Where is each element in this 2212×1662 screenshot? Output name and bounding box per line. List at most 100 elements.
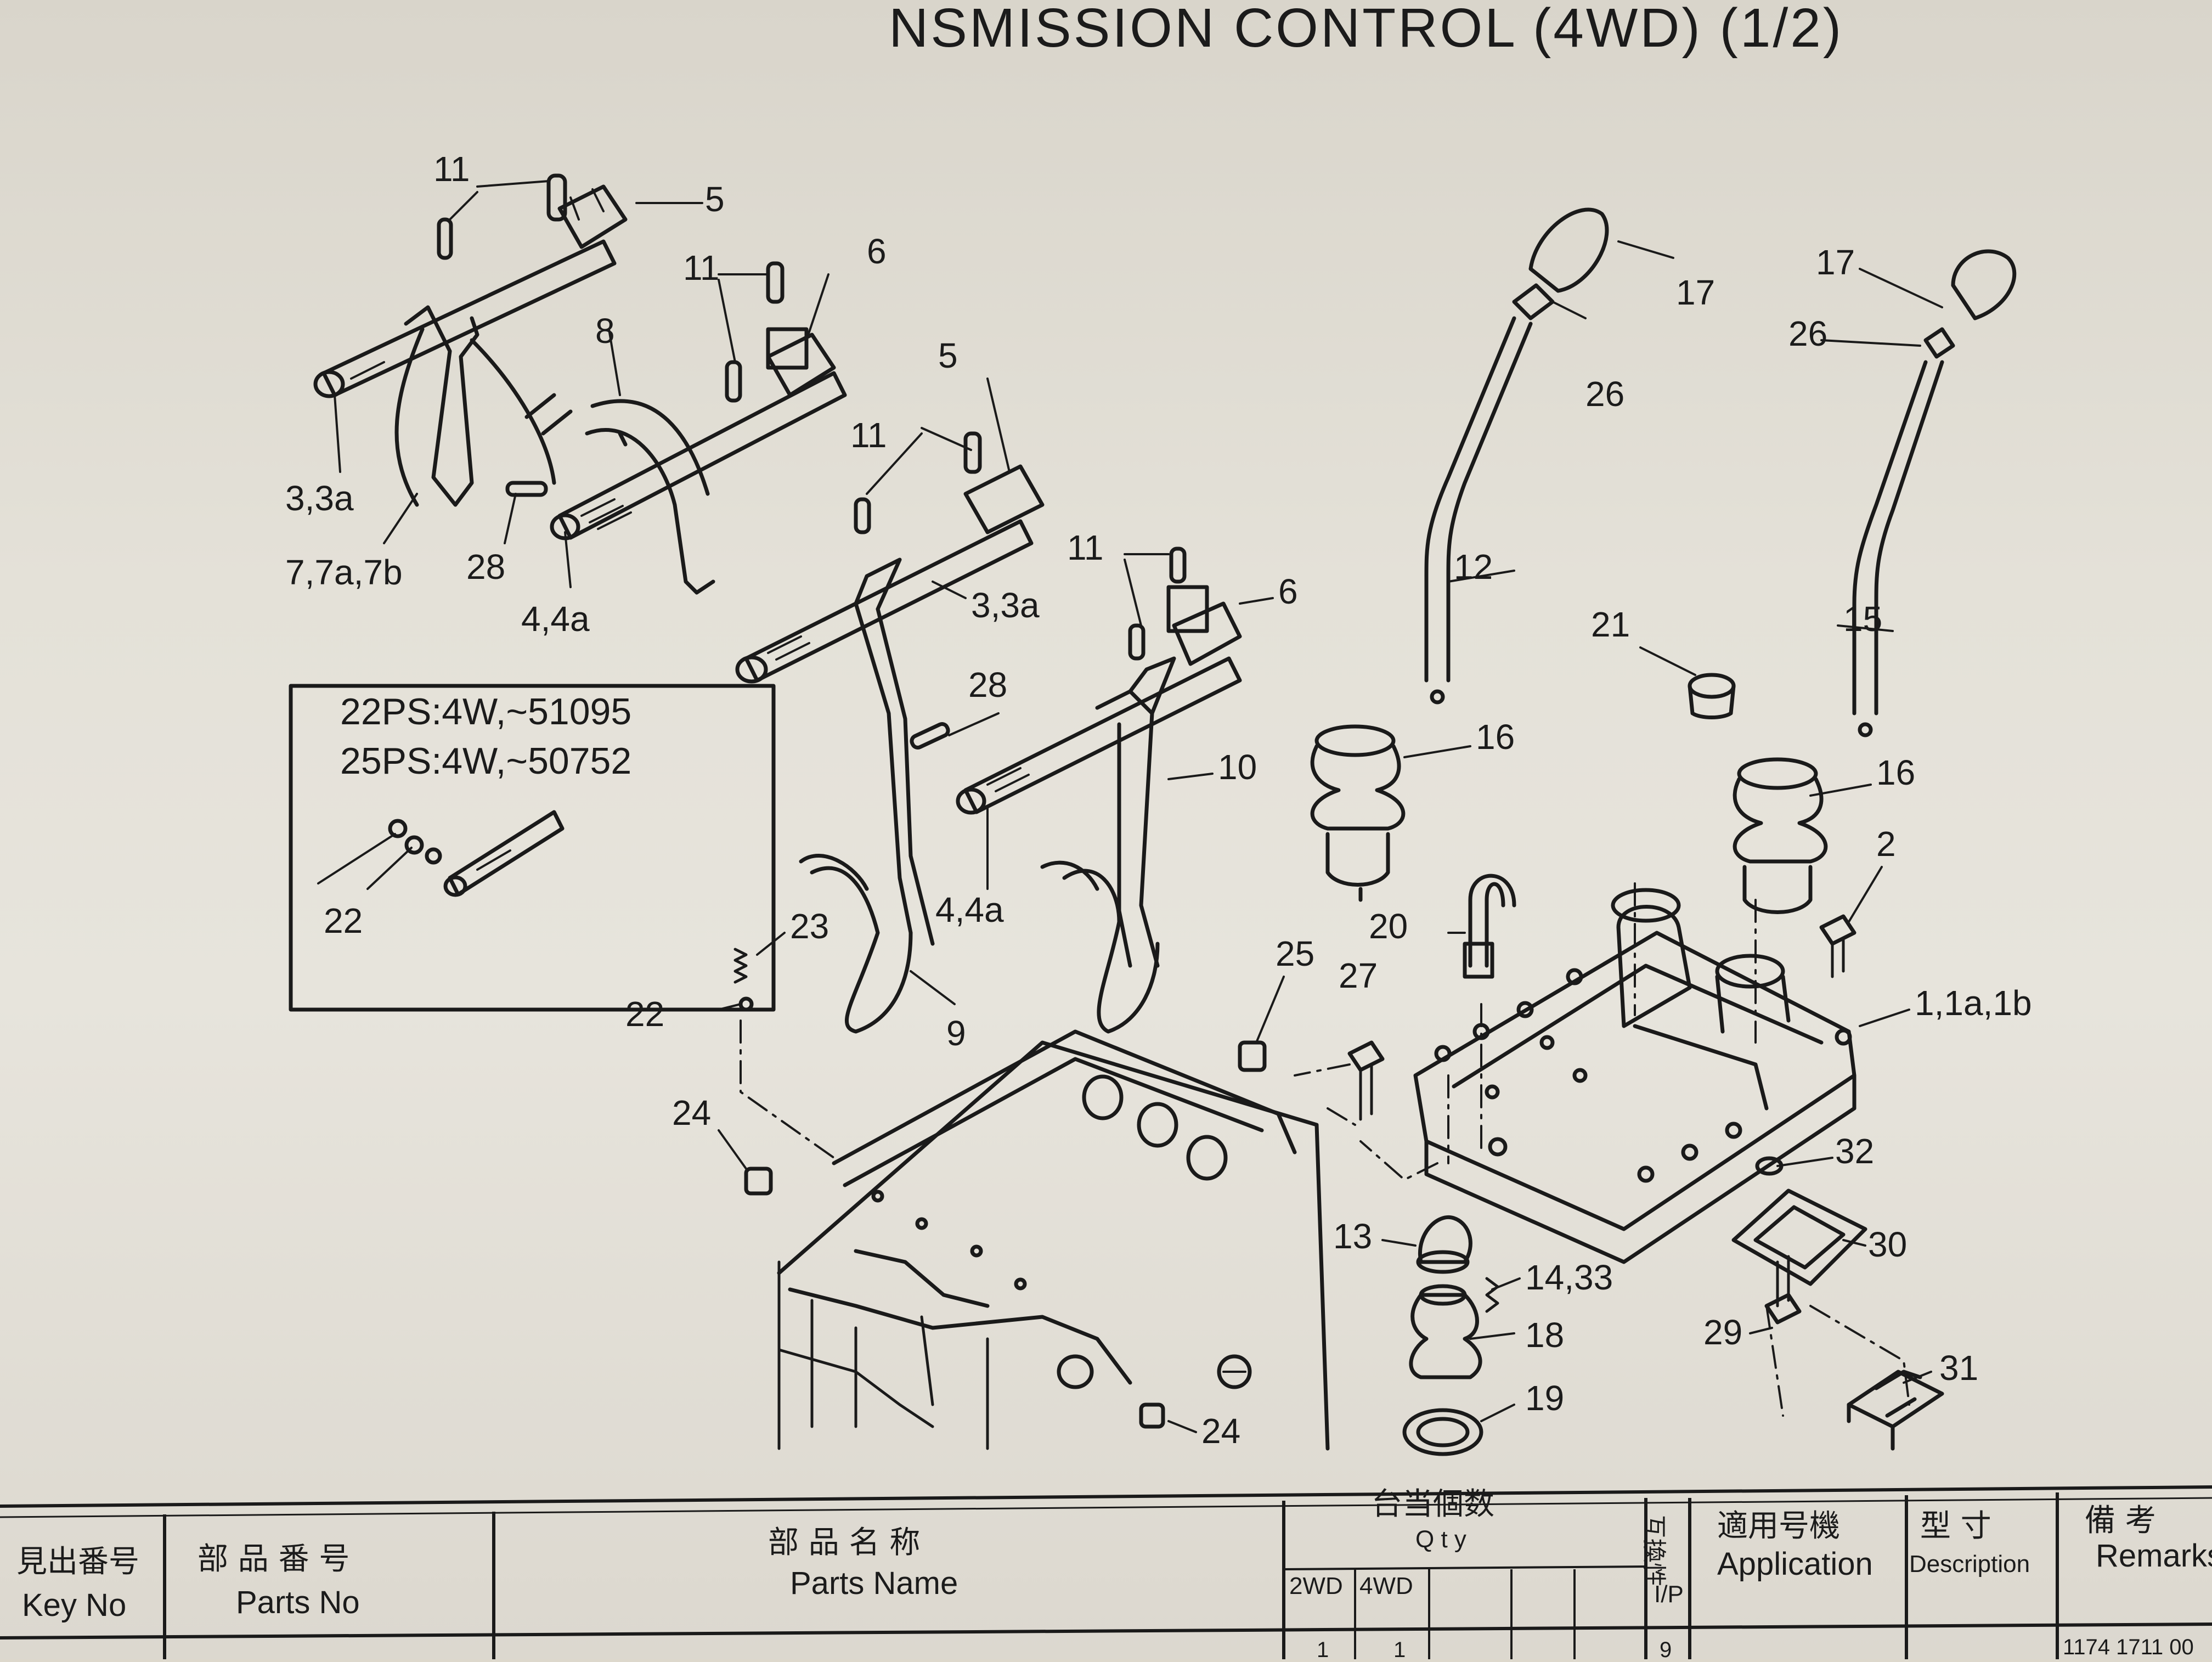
callout-30: 30 bbox=[1868, 1225, 1907, 1264]
callout-16a: 16 bbox=[1476, 717, 1515, 757]
row1-interchange: 9 bbox=[1660, 1638, 1672, 1659]
callout-21: 21 bbox=[1591, 605, 1630, 644]
bolt-27 bbox=[1347, 1040, 1385, 1121]
header-description-en: Description bbox=[1909, 1551, 2030, 1578]
inset-rod-drawing bbox=[388, 810, 565, 897]
boot-18 bbox=[1409, 1284, 1482, 1379]
boot-16-right bbox=[1733, 757, 1828, 914]
knob-13 bbox=[1416, 1215, 1472, 1274]
header-qty-2wd: 2WD bbox=[1289, 1573, 1343, 1599]
callout-26b: 26 bbox=[1788, 314, 1827, 353]
clip-31 bbox=[1847, 1370, 1944, 1451]
detent-spring-ball bbox=[733, 948, 754, 1012]
shift-rod-assembly-upper-left bbox=[313, 173, 628, 507]
callout-2: 2 bbox=[1876, 824, 1896, 864]
callout-14-33: 14,33 bbox=[1525, 1258, 1613, 1297]
row1-qty-2wd: 1 bbox=[1317, 1638, 1329, 1659]
shift-lever-15 bbox=[1852, 249, 2017, 737]
ring-19 bbox=[1402, 1408, 1483, 1456]
callout-27: 27 bbox=[1339, 956, 1378, 995]
bolt-29 bbox=[1764, 1255, 1802, 1325]
spring-14 bbox=[1485, 1277, 1499, 1313]
control-cover-1 bbox=[1413, 888, 1857, 1264]
header-qty-en: Q t y bbox=[1415, 1526, 1466, 1553]
callout-17a: 17 bbox=[1676, 273, 1715, 312]
callout-11b: 11 bbox=[683, 248, 719, 288]
transmission-case bbox=[777, 1029, 1330, 1451]
row1-remarks: 1174 1711 00 bbox=[2063, 1635, 2194, 1659]
shift-fork-9-assembly bbox=[735, 431, 1045, 1034]
callout-19: 19 bbox=[1525, 1378, 1564, 1418]
header-qty-4wd: 4WD bbox=[1359, 1573, 1413, 1599]
plug-24-lower bbox=[1139, 1402, 1165, 1429]
callout-labels: 11 5 11 6 8 3,3a 7,7a,7b 28 4,4a 5 11 3,… bbox=[285, 149, 2032, 1451]
callout-3-3a-a: 3,3a bbox=[285, 478, 354, 518]
callout-17b: 17 bbox=[1816, 243, 1855, 282]
callout-4-4a-b: 4,4a bbox=[935, 890, 1004, 929]
callout-18: 18 bbox=[1525, 1315, 1564, 1355]
header-remarks-en: Remarks bbox=[2096, 1538, 2212, 1574]
cap-21 bbox=[1688, 673, 1736, 719]
callout-11c: 11 bbox=[850, 415, 887, 455]
callout-10: 10 bbox=[1218, 747, 1257, 787]
plug-24-upper bbox=[744, 1167, 773, 1196]
callout-leaders bbox=[317, 180, 1943, 1433]
callout-32: 32 bbox=[1835, 1131, 1874, 1171]
callout-22: 22 bbox=[625, 994, 664, 1034]
callout-7-7a-7b: 7,7a,7b bbox=[285, 553, 403, 592]
bolt-2 bbox=[1819, 914, 1857, 978]
callout-1-1a-1b: 1,1a,1b bbox=[1915, 983, 2032, 1023]
callout-24a: 24 bbox=[672, 1093, 711, 1133]
page-title: NSMISSION CONTROL (4WD) (1/2) bbox=[889, 0, 1843, 59]
header-interchange-jp: 互換性 bbox=[1640, 1514, 1667, 1587]
callout-25: 25 bbox=[1276, 934, 1314, 973]
inset-note-line2: 25PS:4W,~50752 bbox=[340, 740, 631, 782]
header-key-no-en: Key No bbox=[22, 1587, 126, 1623]
callout-12: 12 bbox=[1454, 547, 1493, 587]
callout-31: 31 bbox=[1939, 1348, 1978, 1388]
inset-note-line1: 22PS:4W,~51095 bbox=[340, 691, 631, 733]
header-parts-name-jp: 部 品 名 称 bbox=[768, 1525, 920, 1560]
header-key-no-jp: 見出番号 bbox=[16, 1544, 139, 1580]
callout-3-3a-b: 3,3a bbox=[971, 585, 1040, 625]
callout-29: 29 bbox=[1703, 1312, 1742, 1352]
header-qty-jp: 台当個数 bbox=[1372, 1486, 1494, 1522]
callout-5b: 5 bbox=[938, 336, 958, 375]
header-application-jp: 適用号機 bbox=[1717, 1508, 1840, 1544]
callout-11a: 11 bbox=[433, 149, 470, 189]
breather-pipe-20 bbox=[1463, 874, 1516, 979]
callout-28a: 28 bbox=[466, 547, 505, 587]
callout-6b: 6 bbox=[1278, 572, 1298, 611]
header-parts-no-en: Parts No bbox=[236, 1585, 360, 1620]
callout-4-4a-a: 4,4a bbox=[521, 599, 590, 639]
callout-11d: 11 bbox=[1067, 528, 1103, 567]
inset-box bbox=[289, 684, 776, 1012]
shift-lever-12 bbox=[1424, 207, 1609, 705]
pin-28 bbox=[910, 722, 950, 750]
header-remarks-jp: 備 考 bbox=[2085, 1503, 2156, 1539]
header-interchange-sub: I/P bbox=[1654, 1581, 1684, 1608]
boot-16-left bbox=[1310, 724, 1406, 902]
callout-9: 9 bbox=[946, 1013, 966, 1053]
callout-24b: 24 bbox=[1201, 1411, 1240, 1451]
callout-16b: 16 bbox=[1876, 753, 1915, 792]
callout-26a: 26 bbox=[1585, 374, 1624, 414]
callout-23: 23 bbox=[790, 906, 829, 946]
callout-28b: 28 bbox=[968, 665, 1007, 705]
shift-fork-10-assembly bbox=[956, 547, 1242, 1034]
header-application-en: Application bbox=[1717, 1546, 1873, 1582]
parts-table-header: 見出番号 Key No 部 品 番 号 Parts No 部 品 名 称 Par… bbox=[0, 1485, 2212, 1662]
callout-6a: 6 bbox=[867, 232, 887, 271]
callout-15: 15 bbox=[1843, 599, 1882, 639]
callout-13: 13 bbox=[1333, 1216, 1372, 1256]
inset-callout: 22 bbox=[324, 901, 363, 940]
callout-20: 20 bbox=[1369, 906, 1408, 946]
callout-8: 8 bbox=[595, 311, 615, 351]
shift-fork-8 bbox=[505, 261, 847, 595]
row1-qty-4wd: 1 bbox=[1393, 1638, 1406, 1659]
header-parts-no-jp: 部 品 番 号 bbox=[198, 1541, 349, 1577]
header-description-jp: 型 寸 bbox=[1920, 1508, 1991, 1544]
plug-25 bbox=[1238, 1040, 1267, 1072]
